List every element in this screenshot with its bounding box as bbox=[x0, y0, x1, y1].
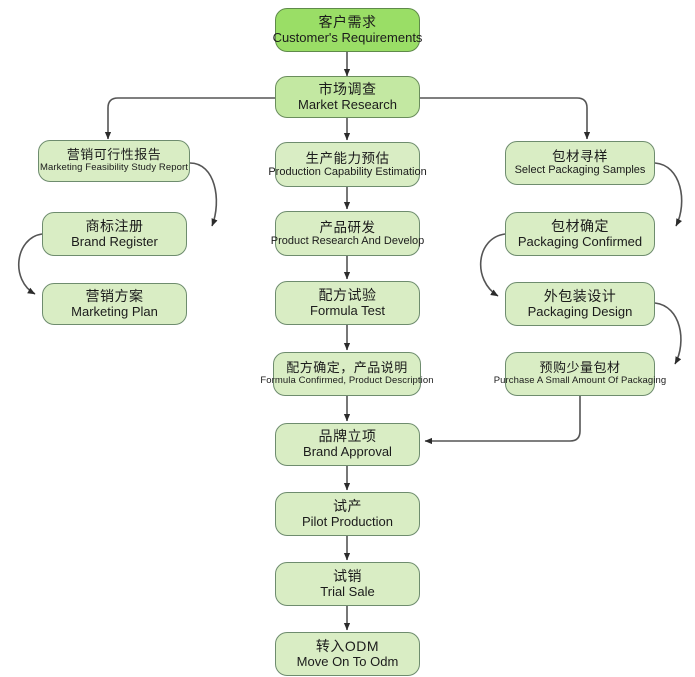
node-brand-approval[interactable]: 品牌立项 Brand Approval bbox=[275, 423, 420, 466]
edge-pkgdesign-to-purchase bbox=[654, 302, 682, 365]
node-label-en: Move On To Odm bbox=[296, 653, 399, 669]
node-production-capability[interactable]: 生产能力预估 Production Capability Estimation bbox=[268, 142, 427, 187]
node-label-en: Purchase A Small Amount Of Packaging bbox=[493, 374, 667, 386]
node-label-en: Product Research And Develop bbox=[270, 234, 425, 247]
node-label-en: Market Research bbox=[298, 96, 397, 112]
node-packaging-design[interactable]: 外包装设计 Packaging Design bbox=[505, 282, 655, 326]
node-packaging-confirmed[interactable]: 包材确定 Packaging Confirmed bbox=[505, 212, 655, 256]
node-label-cn: 配方试验 bbox=[318, 286, 377, 303]
node-marketing-feasibility[interactable]: 营销可行性报告 Marketing Feasibility Study Repo… bbox=[38, 140, 190, 182]
node-move-on-odm[interactable]: 转入ODM Move On To Odm bbox=[275, 632, 420, 676]
node-label-en: Trial Sale bbox=[320, 583, 375, 599]
node-label-cn: 转入ODM bbox=[315, 637, 380, 654]
node-customer-requirements[interactable]: 客户需求 Customer's Requirements bbox=[272, 8, 423, 52]
node-label-en: Packaging Design bbox=[527, 303, 633, 319]
node-label-cn: 试产 bbox=[333, 497, 362, 514]
node-label-en: Production Capability Estimation bbox=[268, 165, 427, 178]
edge-selectpkg-to-pkgconfirmed bbox=[654, 162, 683, 227]
node-label-en: Marketing Feasibility Study Report bbox=[39, 161, 189, 173]
node-label-cn: 营销可行性报告 bbox=[66, 147, 162, 163]
node-label-en: Marketing Plan bbox=[71, 303, 158, 319]
edge-feasibility-to-brandregister bbox=[189, 162, 218, 227]
edge-pkgconfirmed-to-pkgdesign bbox=[479, 233, 506, 297]
node-label-cn: 商标注册 bbox=[85, 217, 144, 234]
node-label-cn: 客户需求 bbox=[318, 13, 377, 30]
node-select-packaging[interactable]: 包材寻样 Select Packaging Samples bbox=[505, 141, 655, 185]
node-label-en: Brand Register bbox=[71, 233, 158, 249]
node-label-cn: 品牌立项 bbox=[318, 428, 377, 445]
node-product-research[interactable]: 产品研发 Product Research And Develop bbox=[271, 211, 424, 256]
node-label-en: Formula Confirmed, Product Description bbox=[260, 374, 434, 386]
node-market-research[interactable]: 市场调查 Market Research bbox=[275, 76, 420, 118]
node-brand-register[interactable]: 商标注册 Brand Register bbox=[42, 212, 187, 256]
node-label-cn: 外包装设计 bbox=[543, 287, 617, 304]
node-formula-confirmed[interactable]: 配方确定，产品说明 Formula Confirmed, Product Des… bbox=[260, 352, 434, 396]
edge-research-to-packaging bbox=[420, 97, 591, 140]
edge-purchase-to-approval bbox=[424, 396, 581, 445]
node-label-cn: 试销 bbox=[333, 567, 362, 584]
node-label-en: Pilot Production bbox=[301, 513, 394, 529]
node-purchase-packaging[interactable]: 预购少量包材 Purchase A Small Amount Of Packag… bbox=[494, 352, 666, 396]
node-label-cn: 配方确定，产品说明 bbox=[286, 360, 408, 376]
node-label-cn: 包材寻样 bbox=[552, 149, 608, 165]
node-label-en: Select Packaging Samples bbox=[514, 164, 646, 177]
node-label-en: Formula Test bbox=[310, 302, 385, 318]
node-label-en: Brand Approval bbox=[303, 444, 392, 460]
node-label-en: Customer's Requirements bbox=[272, 29, 423, 45]
node-label-cn: 市场调查 bbox=[318, 80, 377, 97]
node-label-cn: 生产能力预估 bbox=[305, 150, 390, 166]
node-label-cn: 预购少量包材 bbox=[539, 360, 621, 376]
node-pilot-production[interactable]: 试产 Pilot Production bbox=[275, 492, 420, 536]
edge-research-to-feasibility bbox=[104, 97, 275, 140]
node-label-cn: 产品研发 bbox=[319, 219, 376, 235]
node-label-en: Packaging Confirmed bbox=[517, 233, 643, 249]
node-marketing-plan[interactable]: 营销方案 Marketing Plan bbox=[42, 283, 187, 325]
node-label-cn: 包材确定 bbox=[551, 217, 609, 234]
node-formula-test[interactable]: 配方试验 Formula Test bbox=[275, 281, 420, 325]
node-label-cn: 营销方案 bbox=[85, 287, 144, 304]
node-trial-sale[interactable]: 试销 Trial Sale bbox=[275, 562, 420, 606]
edge-brandregister-to-marketingplan bbox=[18, 233, 43, 295]
